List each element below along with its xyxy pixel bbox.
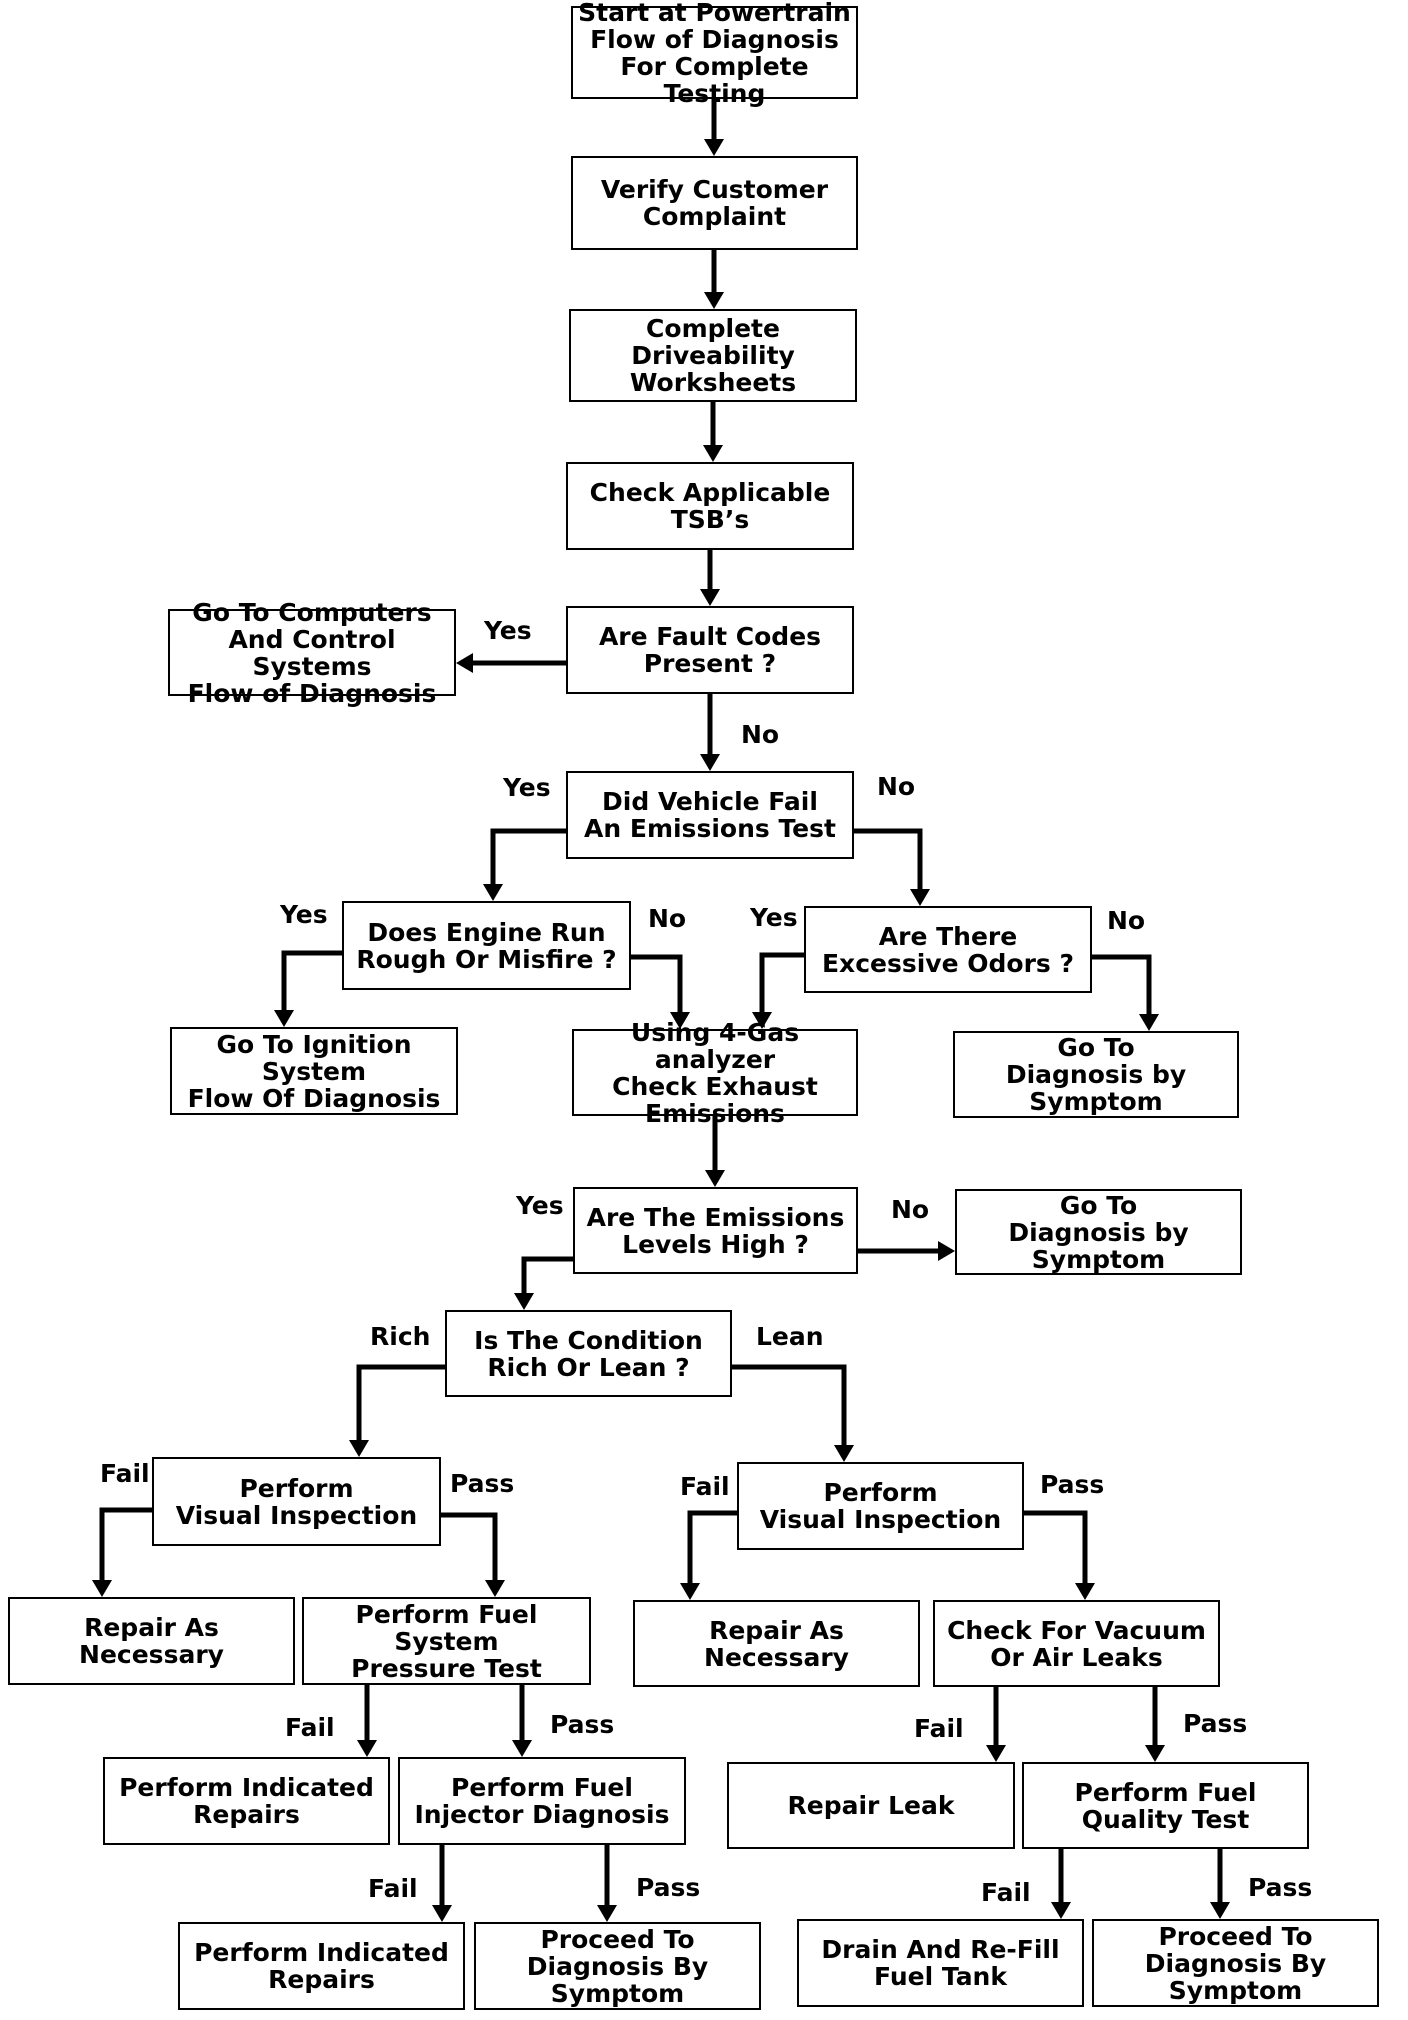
label-vr-pass: Pass [1040, 1470, 1105, 1499]
connector-line [687, 1510, 737, 1583]
connector-line [356, 1364, 445, 1440]
arrowhead [357, 1740, 377, 1757]
arrowhead [512, 1740, 532, 1757]
label-fault-yes: Yes [484, 616, 532, 645]
arrowhead [703, 445, 723, 462]
label-inj-pass: Pass [636, 1873, 701, 1902]
box-fuel-quality: Perform Fuel Quality Test [1022, 1762, 1309, 1849]
arrowhead [700, 754, 720, 771]
box-drain: Drain And Re-Fill Fuel Tank [797, 1919, 1084, 2007]
box-gas-analyzer: Using 4-Gas analyzer Check Exhaust Emiss… [572, 1019, 858, 1127]
connector-line [854, 828, 923, 889]
label-rich: Rich [370, 1322, 431, 1351]
box-injector: Perform Fuel Injector Diagnosis [398, 1757, 686, 1845]
label-fp-fail: Fail [285, 1713, 335, 1742]
box-rough: Does Engine Run Rough Or Misfire ? [342, 901, 631, 990]
label-fault-no: No [741, 720, 780, 749]
box-repair-right: Repair As Necessary [633, 1600, 920, 1687]
label-vr-fail: Fail [680, 1472, 730, 1501]
box-rich-lean: Is The Condition Rich Or Lean ? [445, 1310, 732, 1397]
label-rough-yes: Yes [280, 900, 328, 929]
box-visual-left: Perform Visual Inspection [152, 1457, 441, 1546]
arrowhead [456, 653, 473, 673]
box-fuel-pressure: Perform Fuel System Pressure Test [302, 1597, 591, 1685]
label-rough-no: No [648, 904, 687, 933]
box-worksheets: Complete Driveability Worksheets [569, 309, 857, 402]
box-repair-leak: Repair Leak [727, 1762, 1015, 1849]
connector-line [521, 1256, 573, 1293]
box-proceed1: Proceed To Diagnosis By Symptom [474, 1922, 761, 2010]
box-computers: Go To Computers And Control Systems Flow… [168, 599, 456, 707]
label-levels-yes: Yes [516, 1191, 564, 1220]
label-vl-pass: Pass [450, 1469, 515, 1498]
arrowhead [986, 1745, 1006, 1762]
label-levels-no: No [891, 1195, 930, 1224]
arrowhead [485, 1580, 505, 1597]
arrowhead [752, 1012, 772, 1029]
box-verify: Verify Customer Complaint [571, 156, 858, 250]
label-inj-fail: Fail [368, 1874, 418, 1903]
label-emis-yes: Yes [503, 773, 551, 802]
box-levels-high: Are The Emissions Levels High ? [573, 1187, 858, 1274]
arrowhead [1051, 1902, 1071, 1919]
label-fq-fail: Fail [981, 1878, 1031, 1907]
connector-line [732, 1364, 847, 1445]
connector-line [631, 954, 683, 1012]
connector-line [1092, 954, 1152, 1014]
arrowhead [597, 1905, 617, 1922]
box-odors: Are There Excessive Odors ? [804, 906, 1092, 993]
arrowhead [834, 1445, 854, 1462]
arrowhead [704, 139, 724, 156]
label-fq-pass: Pass [1248, 1873, 1313, 1902]
box-symptom2: Go To Diagnosis by Symptom [955, 1189, 1242, 1275]
box-ignition: Go To Ignition System Flow Of Diagnosis [170, 1027, 458, 1115]
label-vl-fail: Fail [100, 1459, 150, 1488]
box-tsb: Check Applicable TSB’s [566, 462, 854, 550]
box-indicated2: Perform Indicated Repairs [178, 1922, 465, 2010]
arrowhead [432, 1905, 452, 1922]
box-vacuum: Check For Vacuum Or Air Leaks [933, 1600, 1220, 1687]
arrowhead [483, 884, 503, 901]
label-lean: Lean [756, 1322, 824, 1351]
label-vac-pass: Pass [1183, 1709, 1248, 1738]
arrowhead [274, 1010, 294, 1027]
arrowhead [700, 589, 720, 606]
box-symptom1: Go To Diagnosis by Symptom [953, 1031, 1239, 1118]
box-indicated1: Perform Indicated Repairs [103, 1757, 390, 1845]
connector-line [99, 1507, 152, 1580]
box-start: Start at Powertrain Flow of Diagnosis Fo… [571, 0, 858, 107]
connector-line [759, 952, 804, 1012]
arrowhead [670, 1012, 690, 1029]
arrowhead [938, 1241, 955, 1261]
box-faultcodes: Are Fault Codes Present ? [566, 606, 854, 694]
arrowhead [1210, 1902, 1230, 1919]
box-emissions-test: Did Vehicle Fail An Emissions Test [566, 771, 854, 859]
box-proceed2: Proceed To Diagnosis By Symptom [1092, 1919, 1379, 2007]
arrowhead [680, 1583, 700, 1600]
box-repair-left: Repair As Necessary [8, 1597, 295, 1685]
connector-line [1024, 1510, 1088, 1583]
box-visual-right: Perform Visual Inspection [737, 1462, 1024, 1550]
connector-line [441, 1512, 498, 1580]
label-odor-yes: Yes [750, 903, 798, 932]
arrowhead [514, 1293, 534, 1310]
label-fp-pass: Pass [550, 1710, 615, 1739]
label-odor-no: No [1107, 906, 1146, 935]
connector-line [490, 828, 566, 884]
arrowhead [349, 1440, 369, 1457]
arrowhead [705, 1170, 725, 1187]
arrowhead [910, 889, 930, 906]
arrowhead [1145, 1745, 1165, 1762]
arrowhead [1075, 1583, 1095, 1600]
arrowhead [704, 292, 724, 309]
connector-line [281, 950, 342, 1010]
label-emis-no: No [877, 772, 916, 801]
arrowhead [1139, 1014, 1159, 1031]
label-vac-fail: Fail [914, 1714, 964, 1743]
arrowhead [92, 1580, 112, 1597]
